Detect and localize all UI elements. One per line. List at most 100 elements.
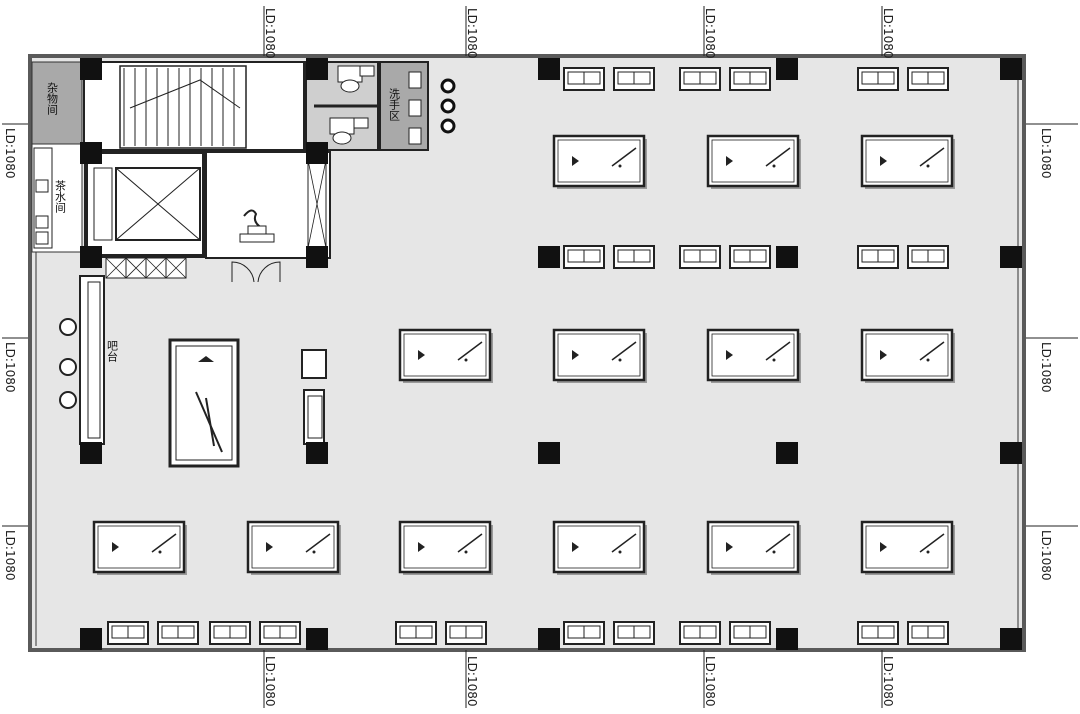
- bar-label: 吧台: [106, 340, 119, 362]
- column: [80, 442, 102, 464]
- column: [306, 142, 328, 164]
- dimension-label: LD:1080: [465, 656, 479, 707]
- dimension-label: LD:1080: [3, 530, 17, 581]
- sofa-icon: [729, 67, 771, 91]
- sofa-icon: [857, 67, 899, 91]
- column: [80, 142, 102, 164]
- sofa-icon: [613, 621, 655, 645]
- toilet-icon: [337, 65, 375, 93]
- dimension-label: LD:1080: [263, 8, 277, 59]
- billiard-table-icon: [168, 338, 240, 468]
- stool-icon: [59, 318, 77, 409]
- sofa-icon: [679, 621, 721, 645]
- column: [80, 628, 102, 650]
- column-group: [80, 58, 1022, 650]
- column: [306, 58, 328, 80]
- storage-room-label: 杂物间: [46, 82, 59, 116]
- sofa-icon: [107, 621, 149, 645]
- elevator-icon: [93, 167, 201, 241]
- sofa-icon: [613, 245, 655, 269]
- column: [1000, 58, 1022, 80]
- billiard-tables: [92, 134, 955, 575]
- billiard-table-icon: [552, 520, 647, 575]
- column: [80, 58, 102, 80]
- billiard-table-icon: [246, 520, 341, 575]
- sofa-icon: [613, 67, 655, 91]
- sofa-icon: [301, 349, 327, 445]
- billiard-table-icon: [706, 520, 801, 575]
- stair-icon: [119, 65, 247, 149]
- sink-icon: [35, 215, 49, 229]
- column: [538, 628, 560, 650]
- billiard-table-icon: [398, 520, 493, 575]
- column: [306, 442, 328, 464]
- billiard-table-icon: [552, 134, 647, 189]
- sofa-icon: [563, 67, 605, 91]
- column: [306, 628, 328, 650]
- sofa-icon: [907, 621, 949, 645]
- sofa-group: [107, 67, 949, 645]
- bar-counter-inner: [87, 281, 101, 439]
- stool-icon: [440, 78, 456, 134]
- sofa-icon: [907, 245, 949, 269]
- sofa-icon: [729, 245, 771, 269]
- column: [776, 246, 798, 268]
- sofa-icon: [259, 621, 301, 645]
- dimension-label: LD:1080: [703, 8, 717, 59]
- billiard-table-icon: [706, 134, 801, 189]
- column: [306, 246, 328, 268]
- dimension-marks: LD:1080LD:1080LD:1080LD:1080LD:1080LD:10…: [2, 6, 1078, 708]
- dimension-label: LD:1080: [1039, 342, 1053, 393]
- outer-wall: [28, 54, 1026, 652]
- dimension-label: LD:1080: [881, 656, 895, 707]
- column: [538, 246, 560, 268]
- washroom-label: 洗手区: [388, 88, 401, 121]
- column: [80, 246, 102, 268]
- billiard-table-icon: [860, 520, 955, 575]
- sofa-icon: [445, 621, 487, 645]
- column: [1000, 628, 1022, 650]
- lobby-door: [231, 261, 281, 283]
- sink-icon: [35, 179, 49, 193]
- sink-icon: [408, 71, 422, 145]
- dimension-label: LD:1080: [881, 8, 895, 59]
- billiard-table-icon: [860, 134, 955, 189]
- sculpture-icon: [239, 209, 275, 243]
- pantry-label: 茶水间: [54, 180, 67, 214]
- billiard-table-icon: [92, 520, 187, 575]
- dimension-label: LD:1080: [3, 128, 17, 179]
- dimension-label: LD:1080: [263, 656, 277, 707]
- toilet-icon: [329, 117, 369, 145]
- stair-area: [83, 61, 305, 151]
- sofa-icon: [857, 245, 899, 269]
- column: [1000, 442, 1022, 464]
- sofa-icon: [857, 621, 899, 645]
- billiard-table-icon: [706, 328, 801, 383]
- sofa-icon: [395, 621, 437, 645]
- lobby-panel-cross: [307, 159, 327, 249]
- sofa-icon: [157, 621, 199, 645]
- column: [1000, 246, 1022, 268]
- dimension-label: LD:1080: [3, 342, 17, 393]
- sofa-icon: [679, 67, 721, 91]
- column: [776, 628, 798, 650]
- dimension-label: LD:1080: [1039, 530, 1053, 581]
- sofa-icon: [679, 245, 721, 269]
- dimension-label: LD:1080: [703, 656, 717, 707]
- sofa-icon: [209, 621, 251, 645]
- billiard-table-icon: [552, 328, 647, 383]
- billiard-table-icon: [398, 328, 493, 383]
- cabinet-row: [105, 257, 187, 279]
- column: [776, 442, 798, 464]
- storage-room: [31, 61, 83, 145]
- dimension-label: LD:1080: [465, 8, 479, 59]
- sofa-icon: [563, 245, 605, 269]
- column: [538, 442, 560, 464]
- column: [538, 58, 560, 80]
- sofa-icon: [907, 67, 949, 91]
- sofa-icon: [563, 621, 605, 645]
- sink-icon: [35, 231, 49, 245]
- billiard-table-icon: [860, 328, 955, 383]
